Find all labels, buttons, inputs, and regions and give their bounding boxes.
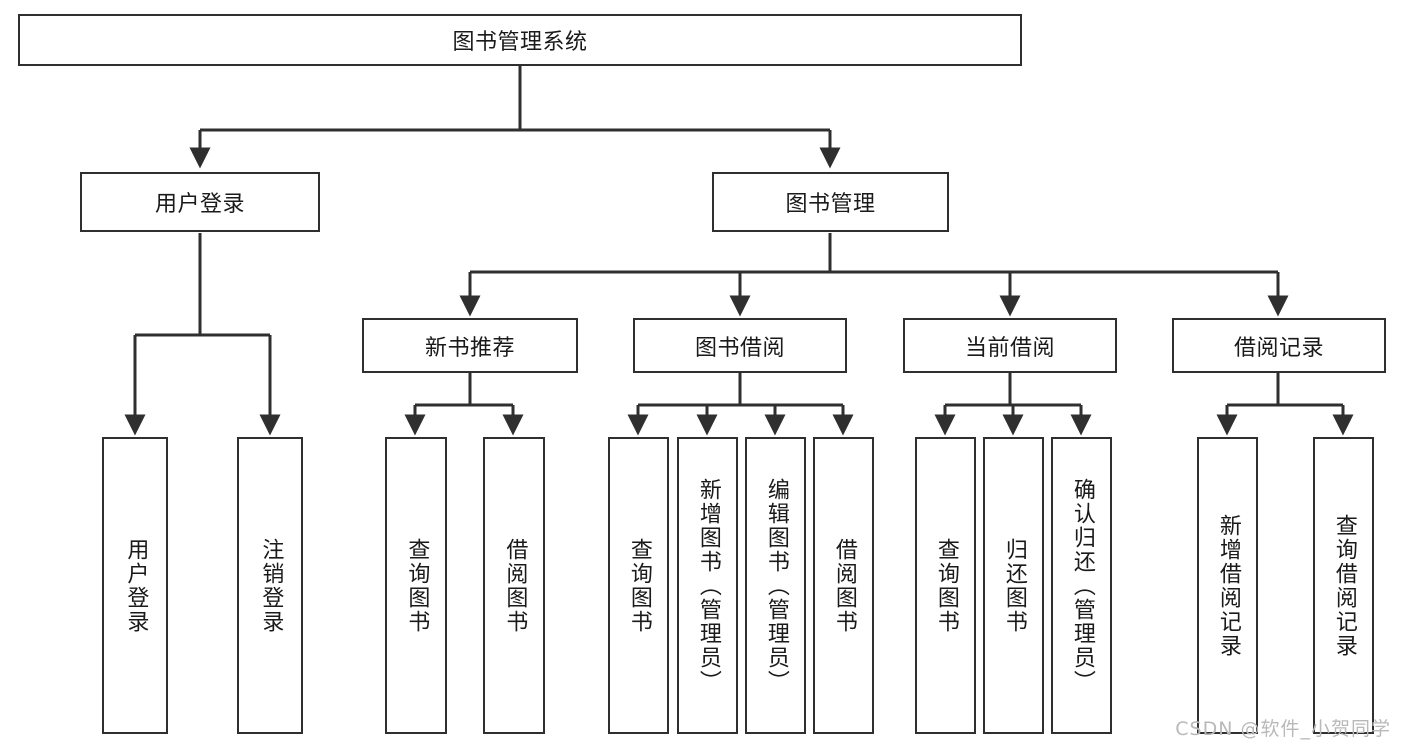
leaf-edit-book[interactable]: 编辑图书（管理员） (745, 437, 806, 734)
leaf-query-book-1[interactable]: 查询图书 (385, 437, 447, 734)
leaf-query-book-3-label: 查询图书 (933, 537, 959, 634)
leaf-add-book[interactable]: 新增图书（管理员） (677, 437, 738, 734)
leaf-borrow-book-1-label: 借阅图书 (502, 537, 528, 634)
leaf-query-book-2-label: 查询图书 (626, 537, 652, 634)
node-book-borrow-label: 图书借阅 (694, 335, 785, 361)
node-current-borrow[interactable]: 当前借阅 (903, 318, 1117, 373)
leaf-query-book-3[interactable]: 查询图书 (915, 437, 976, 734)
node-borrow-record-label: 借阅记录 (1233, 335, 1324, 361)
leaf-user-login-label: 用户登录 (123, 537, 149, 634)
leaf-return-book-label: 归还图书 (1001, 537, 1027, 634)
leaf-borrow-book-2[interactable]: 借阅图书 (813, 437, 874, 734)
node-current-borrow-label: 当前借阅 (964, 335, 1055, 361)
leaf-edit-book-label: 编辑图书（管理员） (763, 477, 789, 694)
node-user-login-label: 用户登录 (154, 192, 245, 217)
leaf-user-login[interactable]: 用户登录 (102, 437, 168, 734)
leaf-borrow-book-1[interactable]: 借阅图书 (483, 437, 545, 734)
node-root-label: 图书管理系统 (452, 30, 588, 55)
leaf-return-book[interactable]: 归还图书 (983, 437, 1044, 734)
node-book-manage-label: 图书管理 (785, 192, 876, 217)
leaf-user-logout-label: 注销登录 (258, 537, 284, 634)
leaf-add-record[interactable]: 新增借阅记录 (1197, 437, 1258, 734)
node-new-book-rec[interactable]: 新书推荐 (362, 318, 578, 373)
node-book-borrow[interactable]: 图书借阅 (633, 318, 847, 373)
leaf-confirm-return-label: 确认归还（管理员） (1069, 477, 1095, 694)
node-borrow-record[interactable]: 借阅记录 (1172, 318, 1386, 373)
leaf-add-record-label: 新增借阅记录 (1215, 513, 1241, 658)
leaf-query-record-label: 查询借阅记录 (1331, 513, 1357, 658)
node-new-book-rec-label: 新书推荐 (424, 335, 515, 361)
leaf-query-book-1-label: 查询图书 (404, 537, 430, 634)
leaf-add-book-label: 新增图书（管理员） (695, 477, 721, 694)
leaf-borrow-book-2-label: 借阅图书 (831, 537, 857, 634)
node-book-manage[interactable]: 图书管理 (712, 172, 949, 232)
node-user-login[interactable]: 用户登录 (80, 172, 320, 232)
leaf-query-book-2[interactable]: 查询图书 (608, 437, 669, 734)
leaf-query-record[interactable]: 查询借阅记录 (1313, 437, 1374, 734)
leaf-user-logout[interactable]: 注销登录 (237, 437, 303, 734)
node-root[interactable]: 图书管理系统 (18, 14, 1022, 66)
watermark-text: CSDN @软件_小贺同学 (1175, 718, 1391, 740)
leaf-confirm-return[interactable]: 确认归还（管理员） (1051, 437, 1112, 734)
